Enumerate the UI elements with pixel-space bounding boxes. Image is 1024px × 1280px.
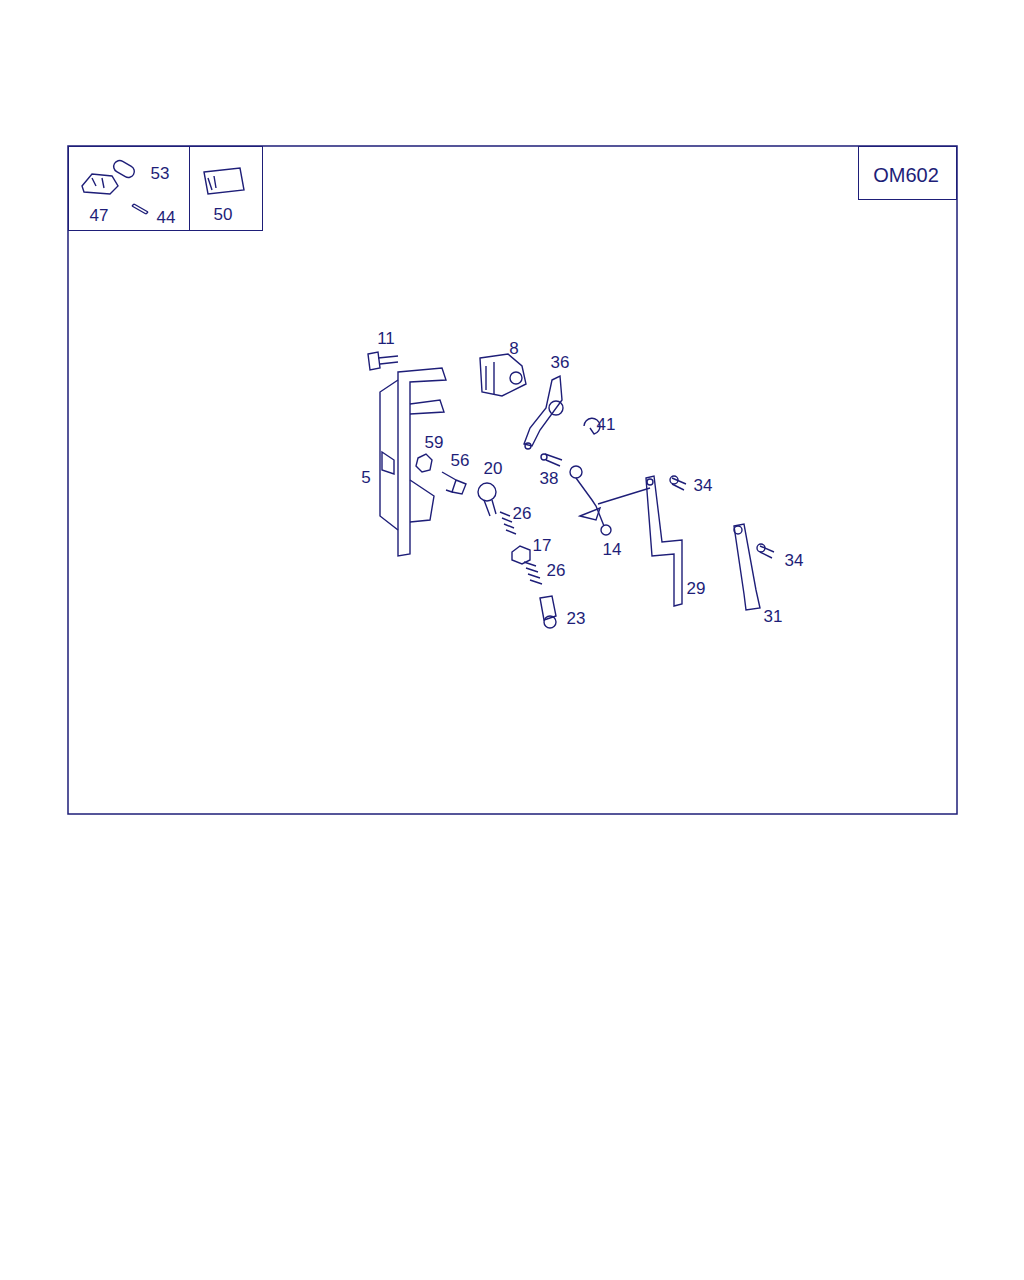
inset-box: 50	[189, 146, 263, 231]
callout-number: 47	[90, 207, 109, 224]
inset-box: 53 47 44	[68, 146, 190, 231]
callout-number: 41	[597, 416, 616, 433]
callout-number: 34	[785, 552, 804, 569]
callout-number: 11	[377, 330, 395, 347]
callout-number: 17	[533, 537, 552, 554]
callout-number: 5	[361, 469, 370, 486]
inset-box: OM602	[858, 146, 957, 200]
callout-number: 56	[451, 452, 470, 469]
callout-number: 36	[551, 354, 570, 371]
callout-number: 44	[157, 209, 176, 226]
callout-number: 53	[151, 165, 170, 182]
callout-number: 26	[547, 562, 566, 579]
callout-number: 20	[484, 460, 503, 477]
frame	[68, 146, 957, 814]
callout-number: 29	[687, 580, 706, 597]
callout-number: 38	[540, 470, 559, 487]
callout-number: 34	[694, 477, 713, 494]
callout-number: 8	[509, 340, 518, 357]
callout-number: 59	[425, 434, 444, 451]
callout-number: 50	[214, 206, 233, 223]
callout-number: 14	[603, 541, 622, 558]
engine-code: OM602	[873, 165, 939, 185]
callout-number: 26	[513, 505, 532, 522]
callout-number: 23	[567, 610, 586, 627]
callout-number: 31	[764, 608, 783, 625]
